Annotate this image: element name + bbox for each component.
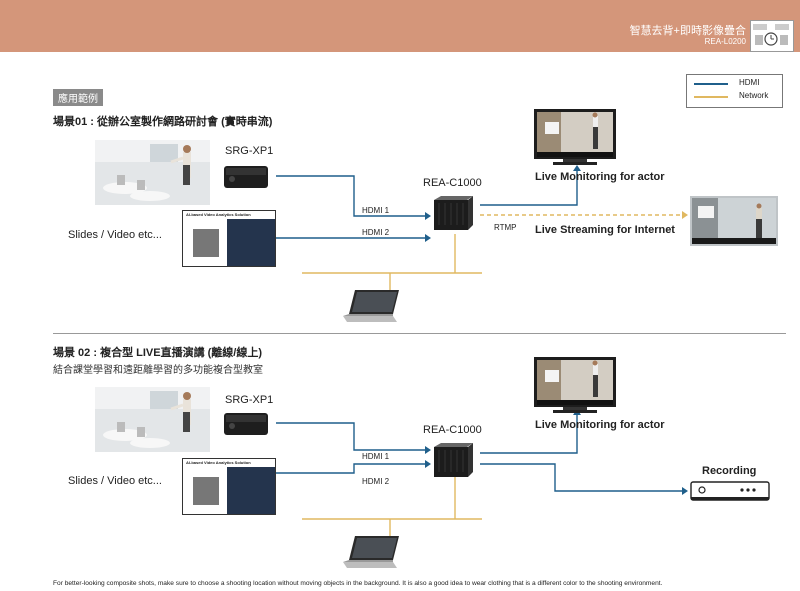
scene2-classroom-photo (95, 387, 210, 452)
scene1-stream-label: Live Streaming for Internet (535, 224, 675, 236)
scene2-device-icon (431, 442, 475, 478)
scene2-device-label: REA-C1000 (423, 424, 482, 436)
scene1-hdmi1-wire (276, 175, 425, 217)
scene1-monitor-arrow (573, 165, 581, 171)
scene1-slides-label: Slides / Video etc... (68, 229, 162, 241)
scene1-slide-thumbnail: AI-based Video Analytics Solution (182, 210, 276, 267)
scene2-slide-title: AI-based Video Analytics Solution (186, 460, 251, 465)
scene1-slide-title: AI-based Video Analytics Solution (186, 212, 251, 217)
scene2-subheading: 結合課堂學習和遠距離學習的多功能複合型教室 (53, 365, 263, 376)
scene2-recording-label: Recording (702, 465, 757, 477)
scene1-laptop-icon (341, 288, 405, 326)
section-divider (53, 333, 786, 334)
scene2-camera-label: SRG-XP1 (225, 394, 274, 406)
scene1-classroom-photo (95, 140, 210, 205)
header-bar: 智慧去背+即時影像疊合 REA-L0200 (0, 0, 800, 52)
scene1-monitor-wire (480, 170, 578, 206)
scene2-recording-wire (480, 463, 682, 492)
scene2-laptop-icon (341, 534, 405, 572)
scene1-heading: 場景01 : 從辦公室製作網路研討會 (實時串流) (53, 116, 273, 128)
scene2-slides-label: Slides / Video etc... (68, 475, 162, 487)
scene1-monitor-label: Live Monitoring for actor (535, 171, 665, 183)
scene2-monitor-label: Live Monitoring for actor (535, 419, 665, 431)
scene2-camera-icon (222, 410, 272, 438)
scene1-camera-icon (222, 163, 272, 191)
scene1-hdmi1-arrow (425, 212, 431, 220)
legend-hdmi-label: HDMI (739, 78, 760, 87)
scene1-rtmp-label: RTMP (494, 223, 517, 232)
scene2-recorder-icon (690, 480, 770, 502)
legend-network-label: Network (739, 91, 769, 100)
logo-icon (753, 24, 789, 46)
header-title: 智慧去背+即時影像疊合 (629, 25, 746, 37)
scene1-device-icon (431, 195, 475, 231)
scene1-hdmi2-arrow (425, 234, 431, 242)
scene1-monitor-icon (533, 108, 617, 168)
scene2-recording-arrow (682, 487, 688, 495)
footer-note: For better-looking composite shots, make… (53, 580, 663, 587)
scene2-hdmi2-arrow (425, 460, 431, 468)
scene1-hdmi2-label: HDMI 2 (362, 228, 390, 237)
section-tag: 應用範例 (53, 89, 103, 106)
scene1-rtmp-arrow (682, 211, 688, 219)
scene2-heading: 場景 02 : 複合型 LIVE直播演講 (離線/線上) (53, 347, 263, 359)
scene2-hdmi1-arrow (425, 446, 431, 454)
scene2-hdmi2-wire (276, 463, 425, 474)
header-logo (750, 20, 794, 52)
scene2-monitor-wire (480, 414, 578, 454)
scene2-hdmi1-wire (276, 422, 425, 451)
legend-hdmi-line (694, 83, 728, 85)
header-model: REA-L0200 (704, 37, 746, 46)
scene1-device-label: REA-C1000 (423, 177, 482, 189)
legend-network-line (694, 96, 728, 98)
scene2-monitor-icon (533, 356, 617, 416)
scene2-hdmi1-label: HDMI 1 (362, 452, 390, 461)
scene1-camera-label: SRG-XP1 (225, 145, 274, 157)
scene2-hdmi2-label: HDMI 2 (362, 477, 390, 486)
scene1-stream-screen (690, 196, 778, 246)
legend: HDMI Network (686, 74, 783, 108)
scene1-hdmi1-label: HDMI 1 (362, 206, 390, 215)
scene2-slide-thumbnail: AI-based Video Analytics Solution (182, 458, 276, 515)
